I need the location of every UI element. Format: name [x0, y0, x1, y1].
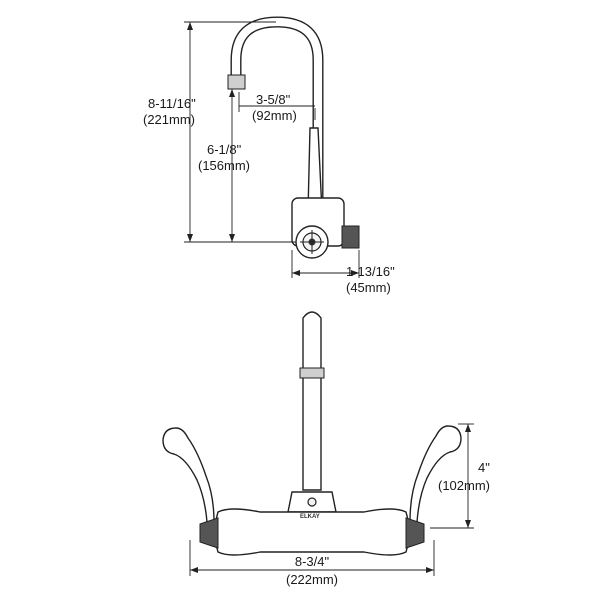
left-end-cap — [199, 517, 219, 549]
right-end-cap — [405, 517, 425, 549]
outlet-height-inches: 6-1/8" — [207, 142, 242, 157]
spout-reach-mm: (92mm) — [252, 108, 297, 123]
handle-height-mm: (102mm) — [438, 478, 490, 493]
overall-height-inches: 8-11/16" — [148, 96, 196, 111]
inlet-depth-inches: 1-13/16" — [346, 264, 395, 279]
left-wrist-blade — [162, 427, 215, 523]
overall-height-mm: (221mm) — [143, 112, 195, 127]
inlet-threads — [341, 225, 360, 249]
front-spout — [302, 311, 322, 491]
handle-height-inches: 4" — [478, 460, 490, 475]
overall-width-mm: (222mm) — [286, 572, 338, 587]
right-wrist-blade — [409, 425, 462, 523]
spout-reach-inches: 3-5/8" — [256, 92, 291, 107]
side-view: 8-11/16" (221mm) 3-5/8" (92mm) 6-1/8" (1… — [143, 16, 395, 295]
spout-collar — [299, 367, 325, 379]
brand-logo: ELKAY — [300, 514, 320, 520]
front-view: ELKAY 4" (102mm) 8-3/4" (222mm) — [162, 311, 490, 587]
outlet-height-mm: (156mm) — [198, 158, 250, 173]
aerator — [227, 74, 246, 90]
front-body — [214, 508, 410, 556]
inlet-depth-mm: (45mm) — [346, 280, 391, 295]
overall-width-inches: 8-3/4" — [295, 554, 330, 569]
